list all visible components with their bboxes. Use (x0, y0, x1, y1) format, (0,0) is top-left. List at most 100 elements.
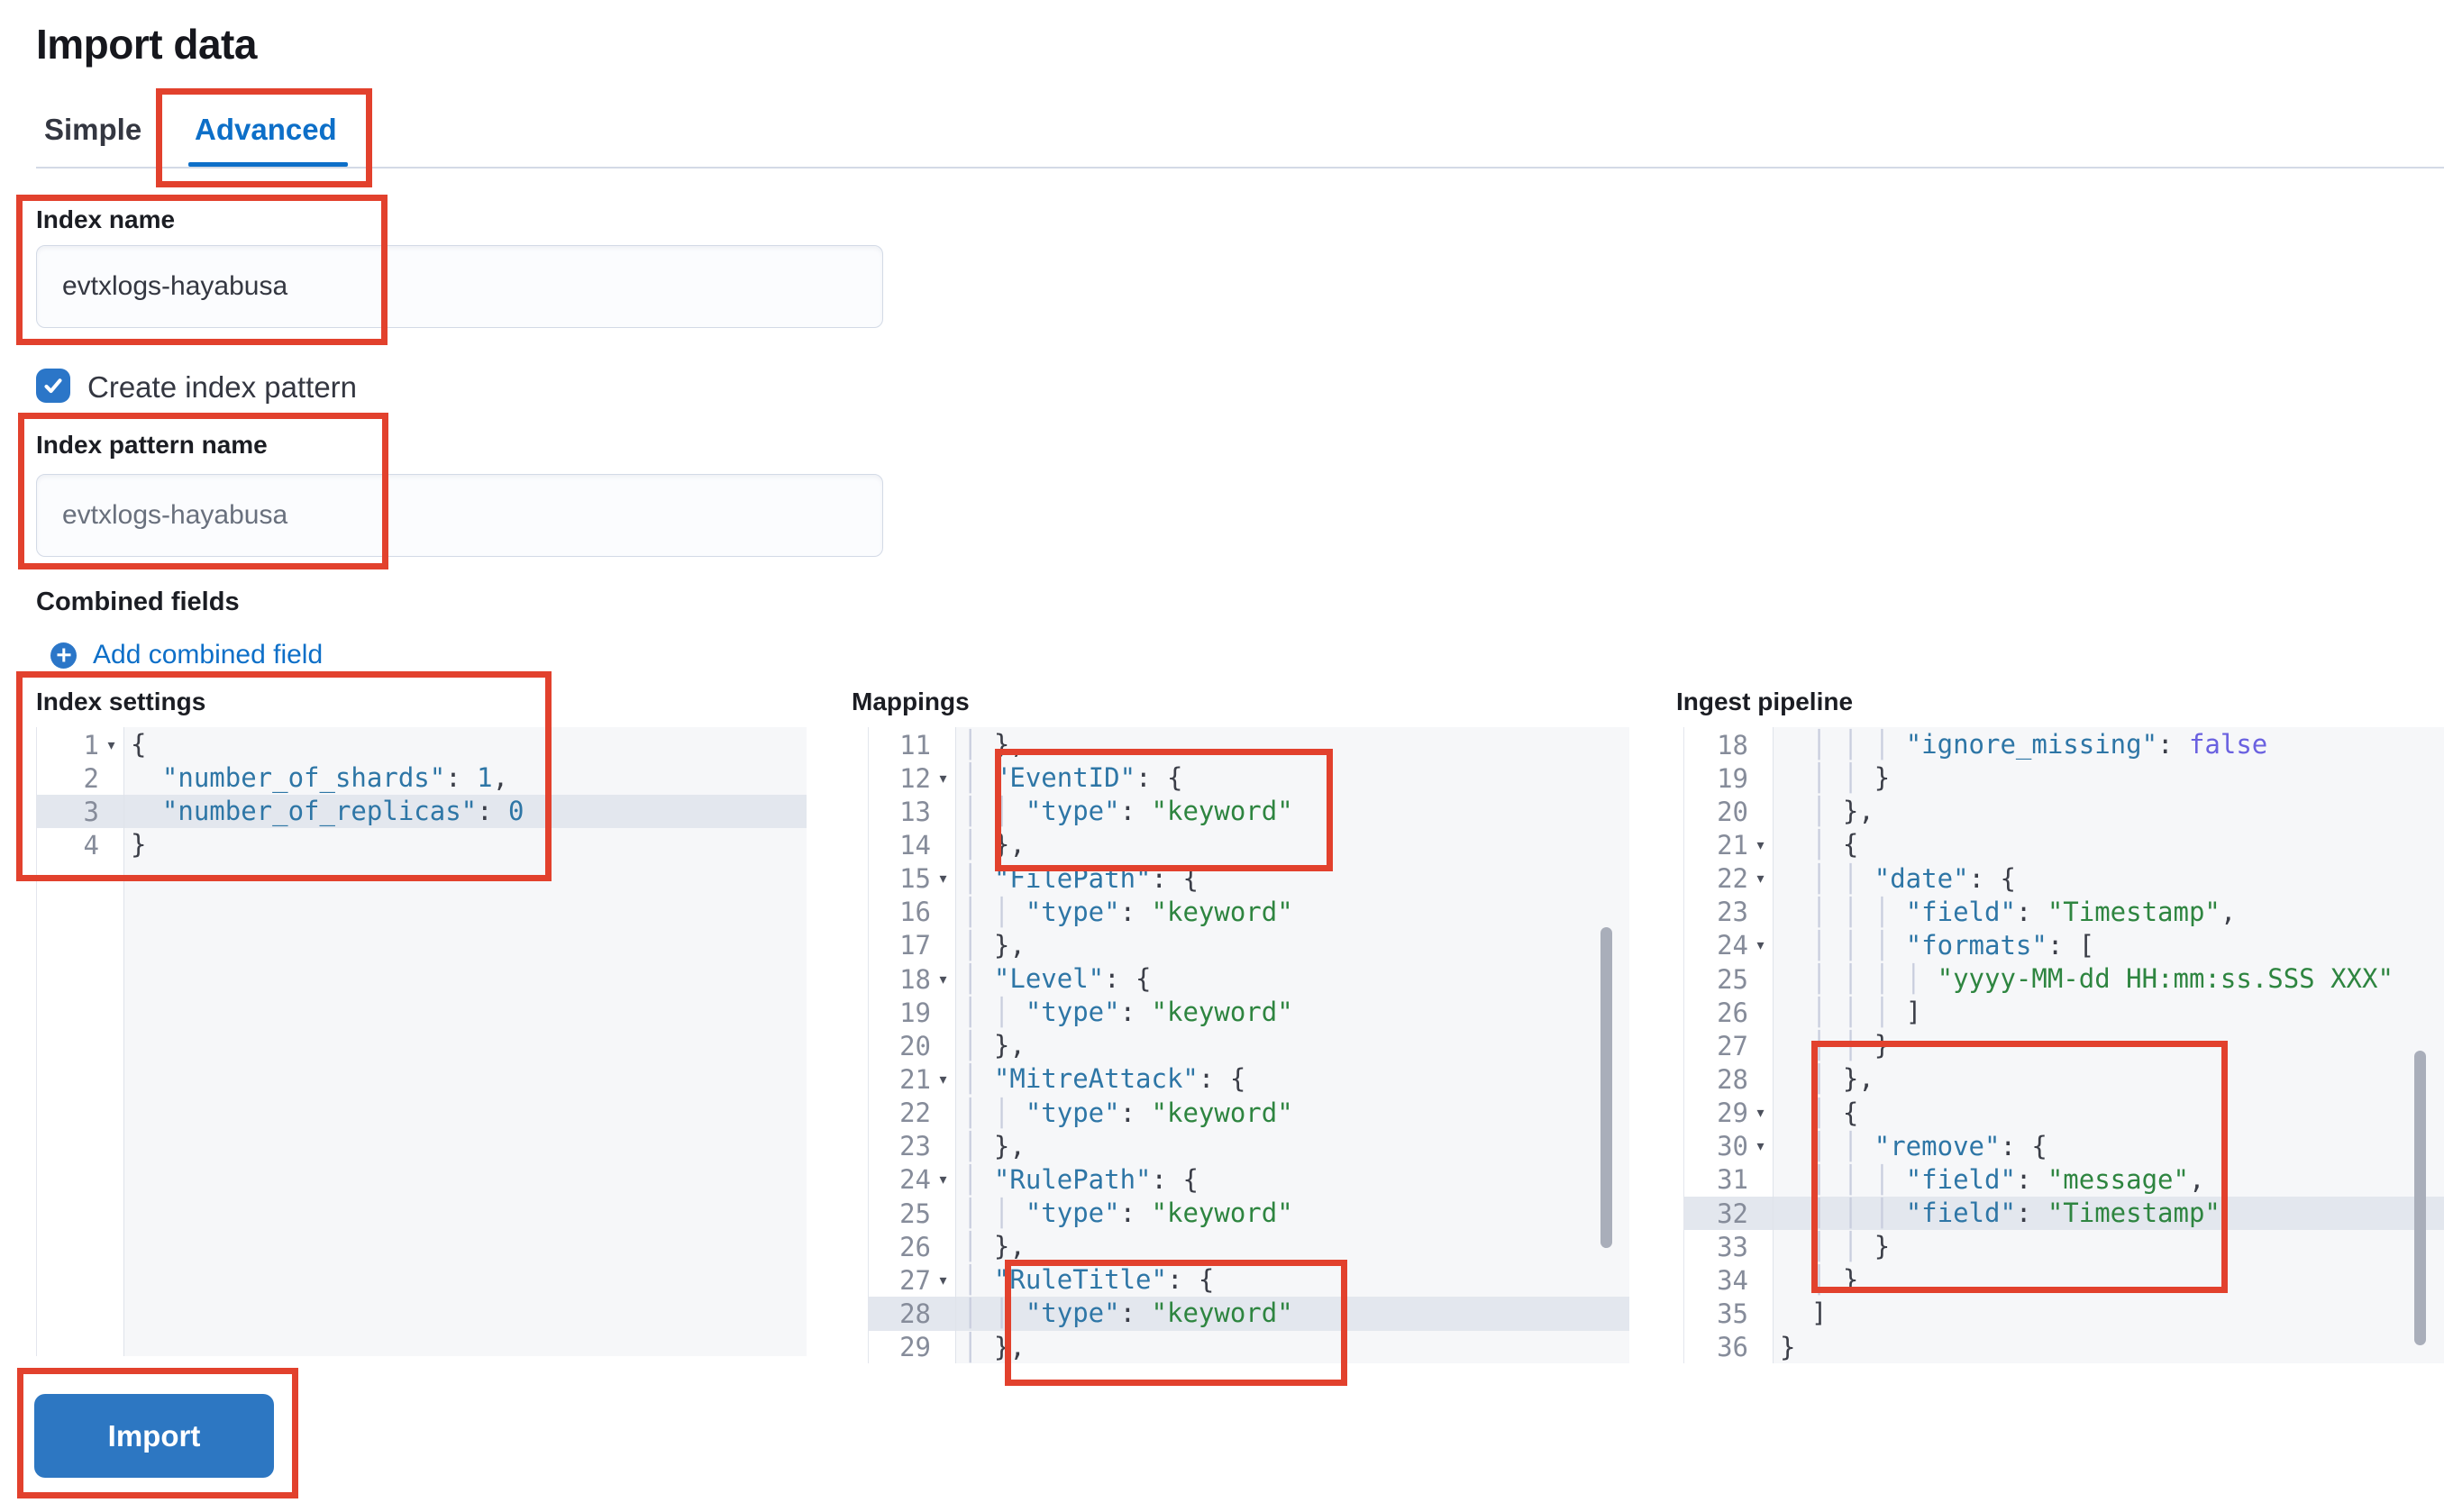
code-line: │ "RulePath": { (962, 1163, 1199, 1195)
code-line: │ }, (962, 1130, 1026, 1161)
index-pattern-name-input[interactable] (36, 474, 883, 557)
line-number: 29 (899, 1332, 931, 1363)
line-number: 27 (899, 1264, 931, 1296)
line-number: 36 (1717, 1332, 1748, 1363)
fold-arrow-icon[interactable]: ▾ (1756, 871, 1765, 888)
line-number: 23 (899, 1131, 931, 1162)
code-line: │ │ "type": "keyword" (956, 1297, 1629, 1331)
line-number: 26 (1717, 997, 1748, 1028)
fold-arrow-icon[interactable]: ▾ (1756, 1106, 1765, 1122)
code-line: │ │ "type": "keyword" (962, 896, 1293, 927)
code-line: │ │ │ ] (1810, 997, 1922, 1028)
mappings-code[interactable]: │ },│ "EventID": {│ │ "type": "keyword"│… (956, 727, 1629, 1363)
line-number: 13 (899, 796, 931, 827)
line-number: 20 (1717, 796, 1748, 827)
code-line: │ "MitreAttack": { (962, 1063, 1246, 1095)
code-line: │ }, (962, 929, 1026, 961)
index-name-input[interactable] (36, 245, 883, 328)
code-line: │ │ "type": "keyword" (962, 1097, 1293, 1128)
fold-arrow-icon[interactable]: ▾ (1756, 1139, 1765, 1155)
mappings-scrollbar[interactable] (1600, 927, 1612, 1248)
active-tab-underline (188, 162, 348, 167)
create-index-pattern-checkbox[interactable] (36, 369, 70, 403)
line-number: 4 (83, 829, 99, 861)
add-combined-field-link[interactable]: Add combined field (50, 640, 323, 670)
line-number: 21 (1717, 829, 1748, 861)
index-pattern-name-label: Index pattern name (36, 431, 268, 459)
code-line: │ }, (962, 729, 1026, 760)
line-number: 14 (899, 829, 931, 861)
line-number: 15 (899, 863, 931, 895)
ingest-pipeline-label: Ingest pipeline (1676, 688, 1854, 715)
code-line: │ │ │ "field": "message", (1810, 1163, 2205, 1195)
code-line: │ │ "type": "keyword" (962, 1197, 1293, 1228)
fold-arrow-icon[interactable]: ▾ (1756, 837, 1765, 853)
fold-arrow-icon[interactable]: ▾ (939, 971, 947, 988)
mappings-label: Mappings (852, 688, 970, 715)
line-number: 22 (899, 1098, 931, 1129)
code-line: │ │ "type": "keyword" (962, 796, 1293, 827)
index-settings-code[interactable]: { "number_of_shards": 1, "number_of_repl… (124, 727, 807, 1356)
code-line: │ │ "type": "keyword" (962, 997, 1293, 1028)
fold-arrow-icon[interactable]: ▾ (939, 1272, 947, 1289)
tab-simple[interactable]: Simple (44, 113, 142, 146)
line-number: 31 (1717, 1164, 1748, 1196)
line-number: 23 (1717, 897, 1748, 928)
ingest-pipeline-scrollbar[interactable] (2414, 1051, 2426, 1345)
code-line: │ │ │ "field": "Timestamp", (1810, 896, 2237, 927)
tabs-divider (36, 167, 2444, 169)
code-line: │ │ │ "field": "Timestamp" (1774, 1196, 2444, 1231)
code-line: │ │ "remove": { (1810, 1130, 2047, 1161)
fold-arrow-icon[interactable]: ▾ (1756, 938, 1765, 954)
code-line: │ │ } (1810, 1030, 1891, 1061)
page-title: Import data (36, 21, 257, 68)
line-number: 27 (1717, 1030, 1748, 1061)
code-line: │ "Level": { (962, 962, 1152, 994)
code-line: │ "EventID": { (962, 762, 1183, 794)
code-line: "number_of_shards": 1, (161, 762, 509, 794)
line-number: 2 (83, 762, 99, 794)
line-number: 28 (1717, 1063, 1748, 1095)
import-button[interactable]: Import (34, 1394, 274, 1478)
code-line: { (131, 729, 147, 760)
line-number: 25 (1717, 963, 1748, 995)
code-line: │ { (1810, 829, 1859, 861)
ingest-pipeline-code[interactable]: │ │ │ "ignore_missing": false │ │ } │ },… (1774, 727, 2444, 1363)
code-line: │ }, (962, 1331, 1026, 1362)
line-number: 30 (1717, 1131, 1748, 1162)
line-number: 18 (899, 963, 931, 995)
fold-arrow-icon[interactable]: ▾ (939, 770, 947, 787)
code-line: │ │ } (1810, 762, 1891, 794)
line-number: 28 (899, 1298, 931, 1329)
line-number: 25 (899, 1198, 931, 1229)
line-number: 18 (1717, 729, 1748, 761)
line-number: 33 (1717, 1231, 1748, 1262)
line-number: 24 (899, 1164, 931, 1196)
line-number: 12 (899, 762, 931, 794)
code-line: │ │ "date": { (1810, 862, 2016, 894)
line-number: 3 (83, 796, 99, 827)
code-line: │ │ │ "formats": [ (1810, 929, 2095, 961)
fold-arrow-icon[interactable]: ▾ (939, 871, 947, 888)
line-number: 32 (1717, 1198, 1748, 1229)
code-line: │ }, (962, 1030, 1026, 1061)
line-number: 16 (899, 897, 931, 928)
tab-advanced[interactable]: Advanced (195, 113, 337, 146)
combined-fields-label: Combined fields (36, 587, 240, 616)
fold-arrow-icon[interactable]: ▾ (107, 737, 115, 753)
line-number: 26 (899, 1231, 931, 1262)
fold-arrow-icon[interactable]: ▾ (939, 1071, 947, 1088)
line-number: 19 (899, 997, 931, 1028)
fold-arrow-icon[interactable]: ▾ (939, 1172, 947, 1189)
create-index-pattern-label: Create index pattern (87, 370, 358, 404)
checkmark-icon (44, 378, 62, 394)
code-line: │ "FilePath": { (962, 862, 1199, 894)
line-number: 19 (1717, 762, 1748, 794)
code-line: │ │ } (1810, 1231, 1891, 1262)
line-number: 11 (899, 729, 931, 761)
